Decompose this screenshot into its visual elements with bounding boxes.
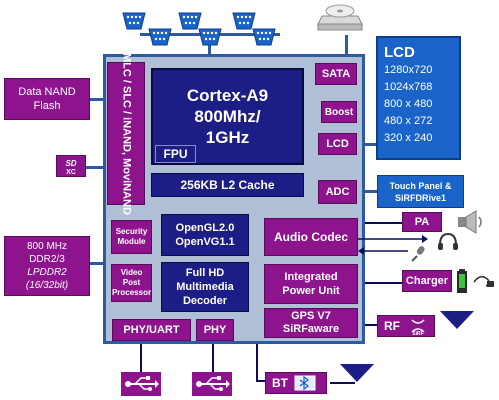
pa-label: PA	[414, 216, 430, 228]
headphones-icon	[436, 231, 460, 251]
power-unit-label: Integrated Power Unit	[282, 271, 340, 297]
battery-icon	[456, 268, 468, 294]
serial-port-icon	[122, 12, 146, 30]
charger-label: Charger	[405, 275, 449, 287]
adc-block: ADC	[318, 180, 357, 204]
phy-label: PHY	[203, 324, 227, 336]
memory-block: 800 MHz DDR2/3 LPDDR2 (16/32bit)	[4, 236, 90, 296]
charger-plug-icon	[472, 272, 496, 290]
audio-output-arrow-icon	[358, 234, 428, 244]
gps-label: GPS V7 SiRFaware	[282, 310, 340, 335]
lcd-resolution-5: 320 x 240	[384, 132, 433, 144]
connector-bt-antenna	[330, 382, 355, 384]
connector-pa	[358, 222, 403, 224]
phy-uart-block: PHY/UART	[112, 319, 191, 341]
cpu-name: Cortex-A9	[186, 86, 269, 105]
pa-block: PA	[402, 212, 442, 232]
connector-adc	[358, 190, 378, 193]
data-nand-label: Data NAND Flash	[18, 86, 76, 112]
video-post-processor-block: Video Post Processor	[111, 264, 152, 302]
connector-usb-2	[212, 340, 214, 378]
cpu-speed-1: 800Mhz/	[194, 107, 261, 126]
usb-icon	[121, 372, 161, 396]
audio-input-arrow-icon	[358, 246, 408, 256]
serial-port-icon	[178, 12, 202, 30]
security-module-block: Security Module	[111, 220, 152, 254]
sata-block: SATA	[315, 63, 357, 85]
connector-bt	[256, 340, 258, 382]
serial-port-icon	[148, 28, 172, 46]
lcd-title: LCD	[384, 44, 415, 61]
usb-icon	[192, 372, 232, 396]
sata-label: SATA	[321, 68, 351, 80]
connector-memory	[90, 262, 105, 265]
memory-line-3: LPDDR2	[27, 267, 67, 278]
lcd-controller-label: LCD	[326, 138, 349, 150]
adc-label: ADC	[325, 186, 350, 198]
bt-block: BT	[265, 372, 327, 394]
memory-line-2: DDR2/3	[29, 254, 65, 265]
memory-line-4: (16/32bit)	[25, 280, 69, 291]
lcd-resolution-4: 480 x 272	[384, 115, 433, 127]
nand-controller-label: MLC / SLC / iNAND, MoviNAND	[120, 52, 133, 215]
serial-port-icon	[198, 28, 222, 46]
boost-block: Boost	[321, 101, 357, 123]
bt-label: BT	[272, 376, 288, 390]
microphone-icon	[408, 243, 428, 263]
connector-rf	[358, 324, 378, 326]
sirf-logo-icon: SiRF	[411, 319, 425, 336]
lcd-resolution-1: 1280x720	[384, 64, 433, 76]
connector-nand	[90, 98, 105, 101]
power-unit-block: Integrated Power Unit	[264, 264, 358, 304]
fpu-label: FPU	[163, 147, 188, 161]
cache-block: 256KB L2 Cache	[151, 173, 304, 197]
optical-drive-icon	[316, 2, 364, 34]
data-nand-block: Data NAND Flash	[4, 78, 90, 120]
audio-codec-block: Audio Codec	[264, 218, 358, 256]
graphics-block: OpenGL2.0 OpenVG1.1	[161, 214, 249, 256]
graphics-label: OpenGL2.0 OpenVG1.1	[175, 222, 235, 248]
multimedia-decoder-label: Full HD Multimedia Decoder	[176, 267, 234, 307]
lcd-display-block: LCD 1280x720 1024x768 800 x 480 480 x 27…	[376, 36, 461, 160]
connector-usb-1	[140, 340, 142, 378]
connector-sd	[85, 166, 105, 169]
connector-charger	[358, 282, 403, 284]
gps-block: GPS V7 SiRFaware	[264, 308, 358, 338]
fpu-block: FPU	[155, 145, 196, 163]
svg-text:SD: SD	[65, 159, 76, 168]
serial-port-icon	[232, 12, 256, 30]
lcd-resolution-2: 1024x768	[384, 81, 433, 93]
charger-block: Charger	[402, 270, 452, 292]
video-post-processor-label: Video Post Processor	[111, 268, 152, 297]
serial-port-icon	[252, 28, 276, 46]
svg-text:XC: XC	[66, 169, 76, 176]
phy-uart-label: PHY/UART	[123, 324, 180, 336]
touch-panel-block: Touch Panel & SiRFDRive1	[377, 175, 464, 208]
antenna-icon	[340, 363, 374, 383]
cpu-speed-2: 1GHz	[205, 128, 250, 147]
lcd-resolution-3: 800 x 480	[384, 98, 433, 110]
sdxc-icon: SD XC	[65, 159, 76, 176]
rf-block: RF SiRF	[377, 315, 435, 337]
connector-bt-h	[256, 380, 266, 382]
connector-sata	[345, 35, 348, 65]
boost-label: Boost	[324, 106, 354, 118]
lcd-controller-block: LCD	[318, 133, 357, 155]
speaker-icon	[456, 209, 486, 235]
svg-text:SiRF: SiRF	[412, 331, 423, 336]
bt-logo-icon	[294, 375, 316, 391]
security-module-label: Security Module	[115, 227, 148, 246]
rf-label: RF	[384, 319, 400, 333]
cache-label: 256KB L2 Cache	[180, 178, 275, 192]
phy-block: PHY	[196, 319, 234, 341]
antenna-icon	[440, 310, 474, 330]
audio-codec-label: Audio Codec	[274, 230, 348, 244]
sd-card-logo: SD XC	[56, 155, 86, 177]
multimedia-decoder-block: Full HD Multimedia Decoder	[161, 262, 249, 312]
touch-panel-label: Touch Panel & SiRFDRive1	[389, 181, 452, 203]
nand-controller-block: MLC / SLC / iNAND, MoviNAND	[107, 53, 145, 214]
connector-lcd	[358, 143, 378, 146]
memory-line-1: 800 MHz	[26, 241, 67, 252]
